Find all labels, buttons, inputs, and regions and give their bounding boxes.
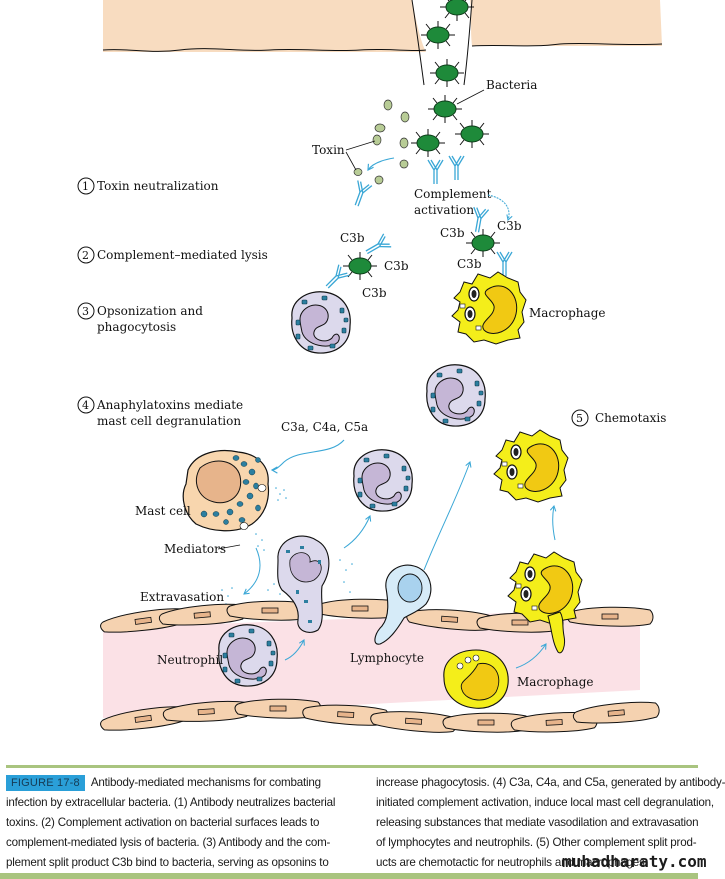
caption-left-column: FIGURE 17-8 Antibody-mediated mechanisms … <box>6 773 351 873</box>
lymphocyte <box>374 564 432 645</box>
step-5: 5 Chemotaxis <box>571 409 666 427</box>
neutrophil-chemotaxis <box>426 364 486 427</box>
toxin-label: Toxin <box>312 143 345 157</box>
neutrophil-label: Neutrophil <box>157 653 223 667</box>
wound-edge-right <box>463 0 473 86</box>
skin-layer <box>103 0 426 52</box>
antibody <box>362 233 392 260</box>
c3b-label: C3b <box>384 259 409 273</box>
bacterium <box>420 20 456 50</box>
macrophage-in-vessel <box>443 649 509 709</box>
svg-text:mast cell degranulation: mast cell degranulation <box>97 414 241 428</box>
macrophage-label: Macrophage <box>529 306 605 320</box>
caption-line: ucts are chemotactic for neutrophils and… <box>376 856 648 869</box>
bacterium <box>410 128 446 158</box>
mediators-label: Mediators <box>164 542 226 556</box>
svg-text:Toxin neutralization: Toxin neutralization <box>97 179 219 193</box>
macrophage-label: Macrophage <box>517 675 593 689</box>
step-4: 4 Anaphylatoxins mediate mast cell degra… <box>77 396 243 428</box>
macrophage-phagocyte <box>451 271 527 345</box>
svg-text:4: 4 <box>82 399 89 412</box>
step-1: 1 Toxin neutralization <box>77 177 219 195</box>
caption-line: increase phagocytosis. (4) C3a, C4a, and… <box>376 776 725 789</box>
mast-cell <box>182 449 270 532</box>
caption-line: releasing substances that mediate vasodi… <box>376 816 699 829</box>
extravasation-label: Extravasation <box>140 590 224 604</box>
svg-text:Opsonization and: Opsonization and <box>97 304 203 318</box>
svg-text:1: 1 <box>82 180 89 193</box>
caption-line: Antibody-mediated mechanisms for combati… <box>90 776 321 789</box>
bacteria-label: Bacteria <box>486 78 537 92</box>
antibody <box>427 159 444 185</box>
complement-label-line2: activation <box>414 203 474 217</box>
skin-edge <box>102 48 427 52</box>
caption-line: of lymphocytes and neutrophils. (5) Othe… <box>376 836 697 849</box>
caption-line: toxins. (2) Complement activation on bac… <box>6 816 320 829</box>
lymphocyte-label: Lymphocyte <box>350 651 424 665</box>
figure-number-badge: FIGURE 17-8 <box>6 775 85 791</box>
caption-line: infection by extracellular bacteria. (1)… <box>6 796 336 809</box>
bacterium <box>427 94 463 124</box>
caption-line: plement split product C3b bind to bacter… <box>6 856 329 869</box>
svg-text:5: 5 <box>576 412 583 425</box>
anaphylatoxin-arrow <box>270 439 345 474</box>
skin-layer-right <box>470 0 662 46</box>
svg-text:2: 2 <box>82 249 89 262</box>
complement-arrow <box>487 194 513 222</box>
skin-edge-right <box>471 42 663 47</box>
c3b-label: C3b <box>362 286 387 300</box>
neutrophil-in-vessel <box>218 624 278 687</box>
caption-right-column: increase phagocytosis. (4) C3a, C4a, and… <box>376 773 725 873</box>
caption-line: complement-mediated lysis of bacteria. (… <box>6 836 331 849</box>
anaphylatoxins-label: C3a, C4a, C5a <box>281 420 368 434</box>
caption-rule-bottom <box>0 873 698 879</box>
mast-cell-label: Mast cell <box>135 504 191 518</box>
svg-text:Chemotaxis: Chemotaxis <box>595 411 666 425</box>
bacterium <box>439 0 475 22</box>
step-2: 2 Complement–mediated lysis <box>77 246 268 264</box>
bacterium-complement <box>465 228 501 258</box>
svg-text:Complement–mediated lysis: Complement–mediated lysis <box>97 248 268 262</box>
mediator-particles <box>221 487 353 605</box>
complement-label-line1: Complement <box>414 187 492 201</box>
toxin-arrow <box>367 157 395 171</box>
figure-diagram: Bacteria Toxin Complement activation C3b… <box>77 0 666 735</box>
neutrophil-chemotaxis <box>353 449 413 512</box>
macrophage-extravasating <box>507 551 583 654</box>
antibody <box>448 155 465 181</box>
c3b-label: C3b <box>440 226 465 240</box>
bacterium <box>429 58 465 88</box>
c3b-label: C3b <box>340 231 365 245</box>
antibody-toxin-complex <box>348 179 373 209</box>
step-3: 3 Opsonization and phagocytosis <box>77 302 203 334</box>
bacterium <box>454 119 490 149</box>
caption-line: initiated complement activation, induce … <box>376 796 714 809</box>
svg-text:phagocytosis: phagocytosis <box>97 320 176 334</box>
watermark: muhadharaty.com <box>562 852 707 871</box>
mediators-arrow <box>243 547 261 595</box>
c3b-label: C3b <box>457 257 482 271</box>
caption-rule-top <box>6 765 698 768</box>
wound-edge-left <box>411 0 425 86</box>
c3b-label: C3b <box>497 219 522 233</box>
macrophage-chemotaxis <box>493 429 569 503</box>
antibody <box>321 264 351 293</box>
svg-text:3: 3 <box>82 305 89 318</box>
neutrophil-phagocyte <box>291 291 351 354</box>
toxin-particles <box>353 99 410 185</box>
svg-text:Anaphylatoxins mediate: Anaphylatoxins mediate <box>96 398 243 412</box>
neutrophil-extravasating <box>277 535 330 633</box>
